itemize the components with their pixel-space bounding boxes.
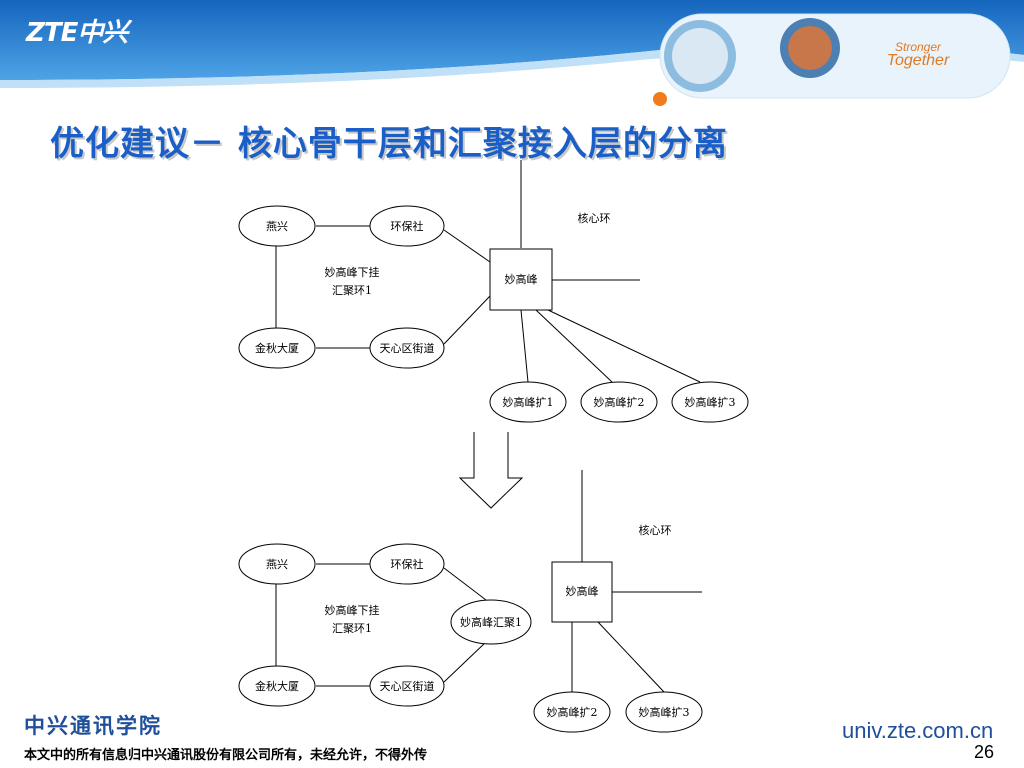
photo-strip: [653, 13, 1011, 106]
node-kuo3: 妙高峰扩3: [671, 381, 749, 423]
node-huanbaoshe-bottom: 环保社: [369, 543, 445, 585]
node-kuo2: 妙高峰扩2: [580, 381, 658, 423]
slogan: Stronger Together: [868, 40, 968, 69]
core-ring-label: 核心环: [639, 523, 672, 537]
node-miaogaofeng-bottom: 妙高峰: [551, 561, 613, 623]
ring-label-line-2: 汇聚环1: [332, 622, 372, 635]
slogan-line-1: Stronger: [894, 40, 942, 54]
node-label: 妙高峰: [505, 272, 538, 286]
node-label: 天心区街道: [380, 341, 435, 355]
node-huanbaoshe: 环保社: [369, 205, 445, 247]
zte-logo: ZTE中兴: [26, 18, 128, 48]
node-label: 金秋大厦: [255, 679, 299, 693]
node-label: 妙高峰扩2: [594, 395, 645, 409]
ring-label-line-1: 妙高峰下挂: [325, 603, 380, 617]
footer-school-name: 中兴通讯学院: [24, 713, 162, 738]
node-huiju1: 妙高峰汇聚1: [450, 599, 532, 645]
node-label: 妙高峰扩3: [639, 705, 690, 719]
node-label: 妙高峰扩1: [503, 395, 554, 409]
node-label: 妙高峰扩3: [685, 395, 736, 409]
node-yanxing: 燕兴: [238, 205, 316, 247]
footer-url: univ.zte.com.cn: [842, 718, 994, 743]
page-number: 26: [974, 742, 995, 762]
ring-label-line-2: 汇聚环1: [332, 284, 372, 297]
node-label: 燕兴: [266, 558, 288, 571]
core-ring-label: 核心环: [578, 211, 611, 225]
header-banner: [0, 0, 1024, 106]
node-kuo2-bottom: 妙高峰扩2: [533, 691, 611, 733]
node-label: 妙高峰: [566, 584, 599, 598]
ring-label-line-1: 妙高峰下挂: [325, 265, 380, 279]
node-label: 天心区街道: [380, 679, 435, 693]
node-label: 金秋大厦: [255, 341, 299, 355]
node-yanxing-bottom: 燕兴: [238, 543, 316, 585]
node-jinqiu: 金秋大厦: [238, 327, 316, 369]
node-label: 燕兴: [266, 220, 288, 233]
node-label: 妙高峰汇聚1: [460, 615, 522, 629]
node-kuo1: 妙高峰扩1: [489, 381, 567, 423]
node-label: 环保社: [391, 557, 424, 571]
footer-copyright: 本文中的所有信息归中兴通讯股份有限公司所有，未经允许，不得外传: [24, 748, 428, 763]
node-label: 环保社: [391, 219, 424, 233]
node-tianxin-bottom: 天心区街道: [369, 665, 445, 707]
node-label: 妙高峰扩2: [547, 705, 598, 719]
down-arrow-icon: [458, 432, 524, 509]
node-tianxin: 天心区街道: [369, 327, 445, 369]
slide-title: 优化建议－ 核心骨干层和汇聚接入层的分离: [50, 124, 728, 164]
node-miaogaofeng: 妙高峰: [489, 248, 553, 311]
slogan-line-2: Together: [886, 52, 950, 69]
node-jinqiu-bottom: 金秋大厦: [238, 665, 316, 707]
node-kuo3-bottom: 妙高峰扩3: [625, 691, 703, 733]
